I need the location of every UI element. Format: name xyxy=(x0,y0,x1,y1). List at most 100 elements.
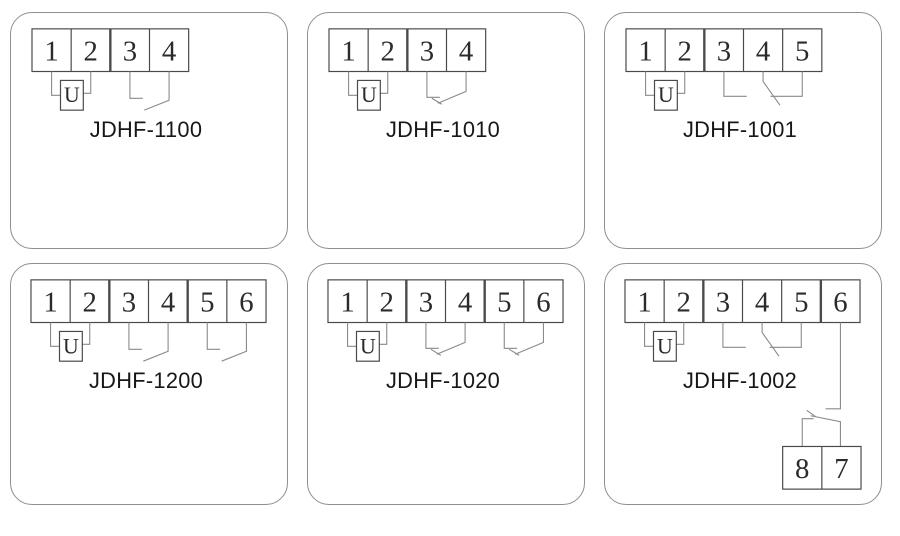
coil-label: U xyxy=(64,83,80,107)
terminal-number: 5 xyxy=(794,287,808,319)
terminal-number: 5 xyxy=(795,36,809,68)
no-contact-fixed-lead xyxy=(128,322,142,350)
aux-lead-from-8 xyxy=(801,418,814,447)
coil-box xyxy=(652,330,677,362)
coil-lead-right xyxy=(81,322,91,345)
nc-contact-fixed-lead xyxy=(503,322,518,349)
terminal-number: 3 xyxy=(717,36,731,68)
nc-contact-tick xyxy=(430,348,442,356)
terminal-number: 5 xyxy=(200,287,214,319)
model-label: JDHF-1200 xyxy=(89,368,203,393)
terminal-number: 2 xyxy=(678,36,692,68)
terminal-number: 1 xyxy=(637,287,651,319)
changeover-nc-lead xyxy=(770,71,803,97)
model-label: JDHF-1001 xyxy=(683,117,797,142)
terminal-number: 5 xyxy=(497,287,511,319)
coil-box xyxy=(653,79,678,111)
terminal-number: 2 xyxy=(84,36,98,68)
model-label: JDHF-1020 xyxy=(386,368,500,393)
model-label: JDHF-1002 xyxy=(683,368,797,393)
terminal-number: 3 xyxy=(716,287,730,319)
nc-contact-arm xyxy=(514,322,544,355)
terminal-number: 3 xyxy=(419,287,433,319)
nc-contact-fixed-lead xyxy=(426,71,440,98)
terminal-number: 3 xyxy=(123,36,137,68)
terminal-number: 4 xyxy=(756,36,770,68)
coil-box xyxy=(356,79,381,111)
no-contact-arm xyxy=(221,322,247,362)
coil-lead-left xyxy=(348,71,358,96)
coil-box xyxy=(58,330,83,362)
changeover-nc-lead xyxy=(769,322,802,348)
coil-lead-left xyxy=(50,322,60,347)
terminal-number: 3 xyxy=(122,287,136,319)
nc-contact-fixed-lead xyxy=(425,322,439,349)
terminal-number: 2 xyxy=(380,287,394,319)
remote-contact-lead-from-6 xyxy=(825,322,841,410)
coil-lead-right xyxy=(675,322,685,345)
terminal-number: 2 xyxy=(677,287,691,319)
terminal-number: 4 xyxy=(459,36,473,68)
nc-contact-arm xyxy=(436,322,466,355)
coil-lead-right xyxy=(378,322,388,345)
terminal-number: 6 xyxy=(239,287,253,319)
terminal-number: 1 xyxy=(43,287,57,319)
remote-contact-tick xyxy=(806,409,816,418)
no-contact-arm xyxy=(144,71,170,111)
terminal-number: 6 xyxy=(833,287,847,319)
nc-contact-tick xyxy=(508,348,520,356)
nc-contact-tick xyxy=(431,97,443,105)
terminal-number: 1 xyxy=(44,36,58,68)
nc-contact-arm xyxy=(437,71,467,104)
changeover-no-lead xyxy=(723,71,747,97)
terminal-number: 4 xyxy=(161,287,175,319)
no-contact-arm xyxy=(143,322,169,362)
changeover-arm xyxy=(762,71,781,106)
coil-lead-left xyxy=(51,71,61,96)
coil-label: U xyxy=(658,83,674,107)
coil-box xyxy=(59,79,84,111)
coil-lead-right xyxy=(82,71,92,94)
no-contact-fixed-lead xyxy=(206,322,221,350)
terminal-number: 1 xyxy=(638,36,652,68)
changeover-no-lead xyxy=(722,322,746,348)
coil-lead-right xyxy=(676,71,686,94)
terminal-number: 6 xyxy=(536,287,550,319)
no-contact-fixed-lead xyxy=(129,71,143,99)
coil-label: U xyxy=(360,334,376,358)
coil-lead-right xyxy=(379,71,389,94)
aux-terminal-number: 7 xyxy=(834,453,848,485)
terminal-number: 2 xyxy=(83,287,97,319)
terminal-number: 1 xyxy=(341,36,355,68)
coil-lead-left xyxy=(347,322,357,347)
aux-terminal-number: 8 xyxy=(795,453,809,485)
model-label: JDHF-1010 xyxy=(386,117,500,142)
model-label: JDHF-1100 xyxy=(90,117,203,142)
coil-lead-left xyxy=(644,322,654,347)
terminal-number: 2 xyxy=(381,36,395,68)
changeover-arm xyxy=(761,322,780,357)
terminal-number: 3 xyxy=(420,36,434,68)
coil-label: U xyxy=(361,83,377,107)
coil-label: U xyxy=(63,334,79,358)
coil-lead-left xyxy=(645,71,655,96)
terminal-number: 4 xyxy=(755,287,769,319)
terminal-number: 4 xyxy=(458,287,472,319)
terminal-number: 1 xyxy=(340,287,354,319)
coil-box xyxy=(355,330,380,362)
terminal-number: 4 xyxy=(162,36,176,68)
remote-contact-arm xyxy=(810,415,841,447)
